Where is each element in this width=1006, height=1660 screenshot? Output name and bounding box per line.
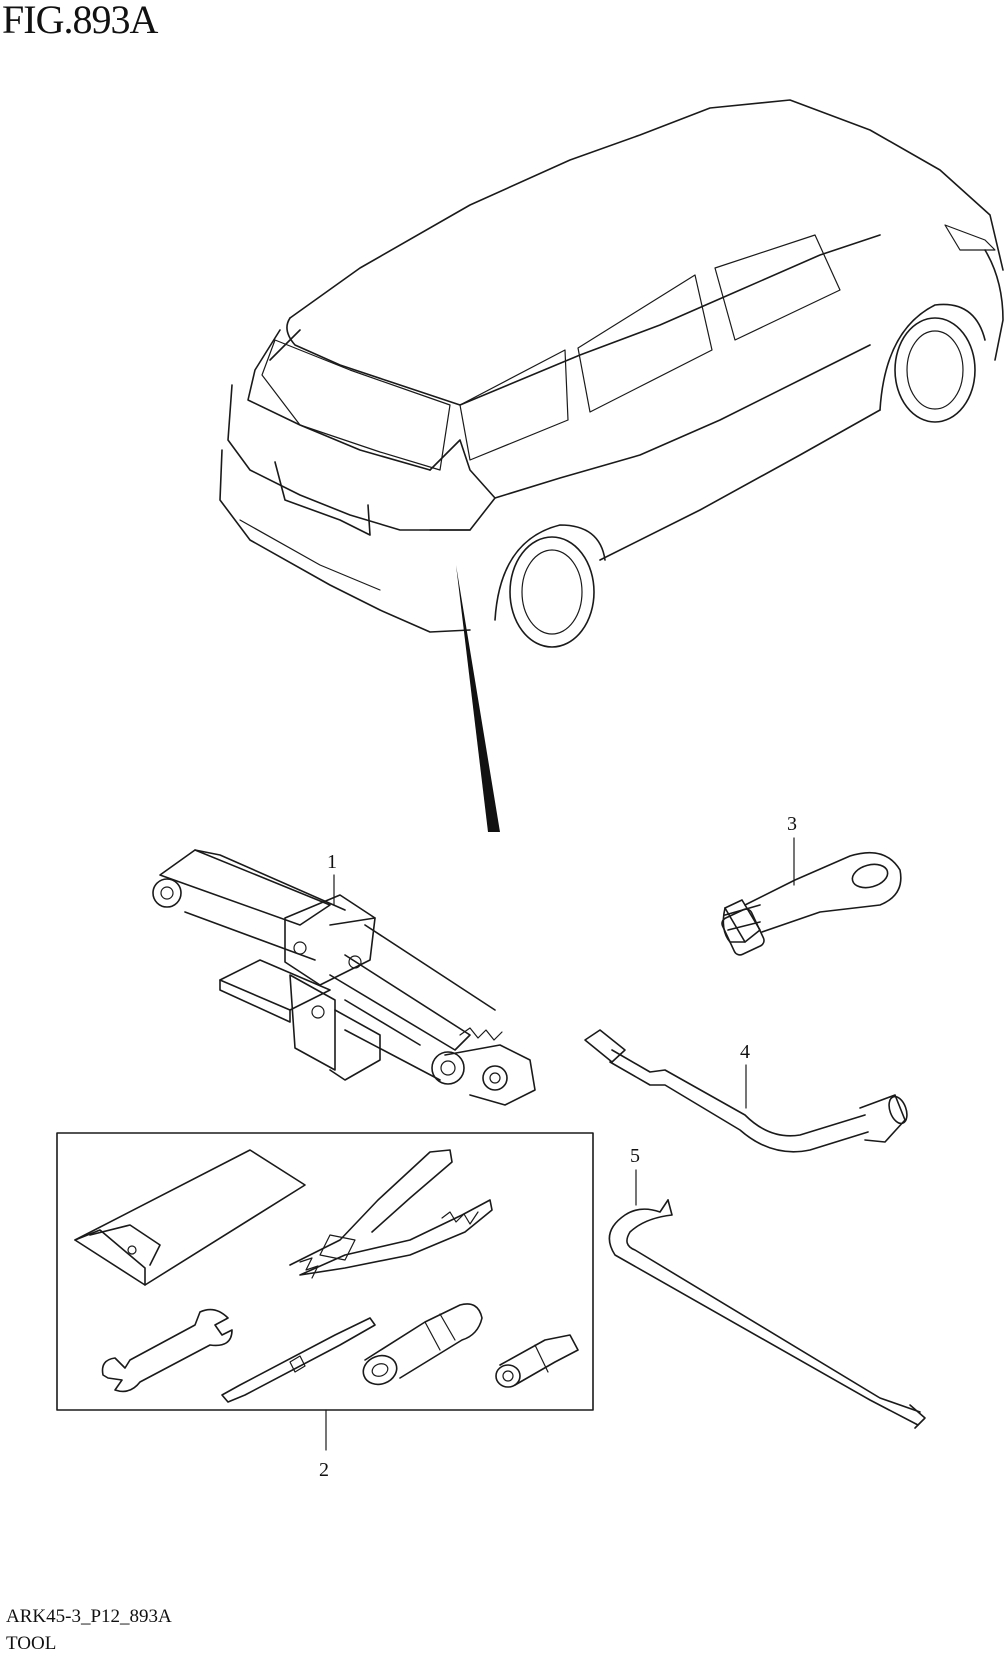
part-tow-eye: 3 bbox=[721, 813, 902, 956]
callout-3: 3 bbox=[787, 813, 797, 835]
figure-code: ARK45-3_P12_893A bbox=[6, 1606, 172, 1627]
callout-5: 5 bbox=[630, 1145, 640, 1167]
callout-1: 1 bbox=[327, 851, 337, 873]
part-jack-handle: 5 bbox=[608, 1145, 926, 1429]
figure-name: TOOL bbox=[6, 1633, 57, 1654]
part-tool-kit: 2 bbox=[56, 1132, 594, 1481]
callout-4: 4 bbox=[740, 1041, 750, 1063]
part-wheel-wrench: 4 bbox=[584, 1029, 908, 1153]
location-pointer bbox=[456, 565, 500, 832]
part-jack: 1 bbox=[152, 849, 536, 1106]
vehicle-illustration bbox=[219, 99, 1004, 832]
callout-2: 2 bbox=[319, 1459, 329, 1481]
tool-kit-frame bbox=[56, 1132, 594, 1411]
figure-title: FIG.893A bbox=[2, 0, 158, 42]
